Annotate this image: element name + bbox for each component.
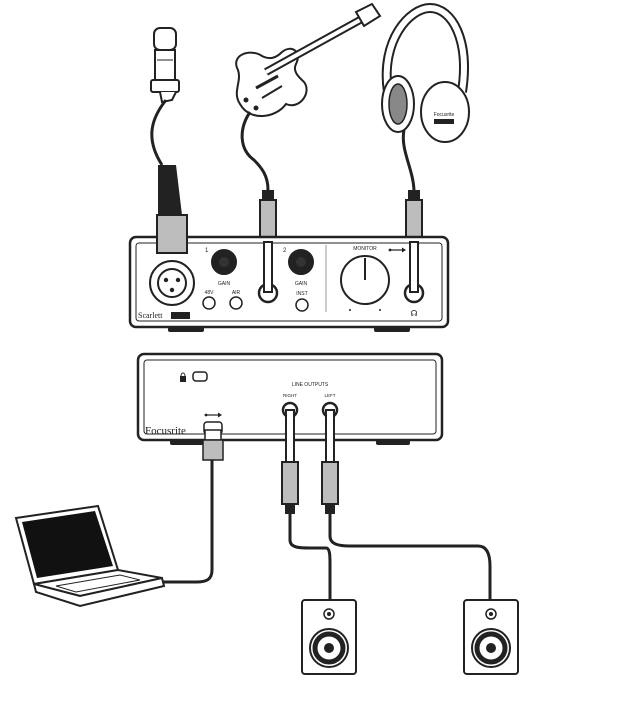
btn-48v-label: 48V <box>205 290 215 296</box>
speaker-left-icon <box>302 600 356 674</box>
gain1-label: GAIN <box>218 281 231 287</box>
speaker-cable-left <box>290 514 330 600</box>
kensington-slot <box>193 372 207 381</box>
microphone-icon <box>151 28 179 102</box>
headphones-icon: Focusrite <box>382 8 469 142</box>
monitor-label: MONITOR <box>353 246 377 252</box>
speaker-right-icon <box>464 600 518 674</box>
left-label: LEFT <box>324 393 335 398</box>
headphone-cable <box>403 130 414 192</box>
right-label: RIGHT <box>283 393 297 398</box>
usb-plug <box>203 430 223 460</box>
guitar-icon <box>236 4 380 116</box>
phantom-48v-button[interactable] <box>203 297 215 309</box>
btn-inst-label: INST <box>296 291 307 297</box>
btn-air-label: AIR <box>232 290 241 296</box>
speaker-cable-right <box>330 514 490 600</box>
front-brand-label: Scarlett <box>138 311 163 320</box>
rear-brand-label: Focusrite <box>145 425 186 437</box>
inst-button[interactable] <box>296 299 308 311</box>
mic-cable <box>152 100 166 165</box>
headphones-brand-label: Focusrite <box>434 112 455 118</box>
guitar-cable <box>242 112 268 190</box>
laptop-icon <box>16 506 164 606</box>
line-outputs-label: LINE OUTPUTS <box>292 382 329 388</box>
headphone-symbol: ☊ <box>410 309 417 318</box>
air-button[interactable] <box>230 297 242 309</box>
gain2-label: GAIN <box>295 281 308 287</box>
usb-cable <box>160 460 212 582</box>
